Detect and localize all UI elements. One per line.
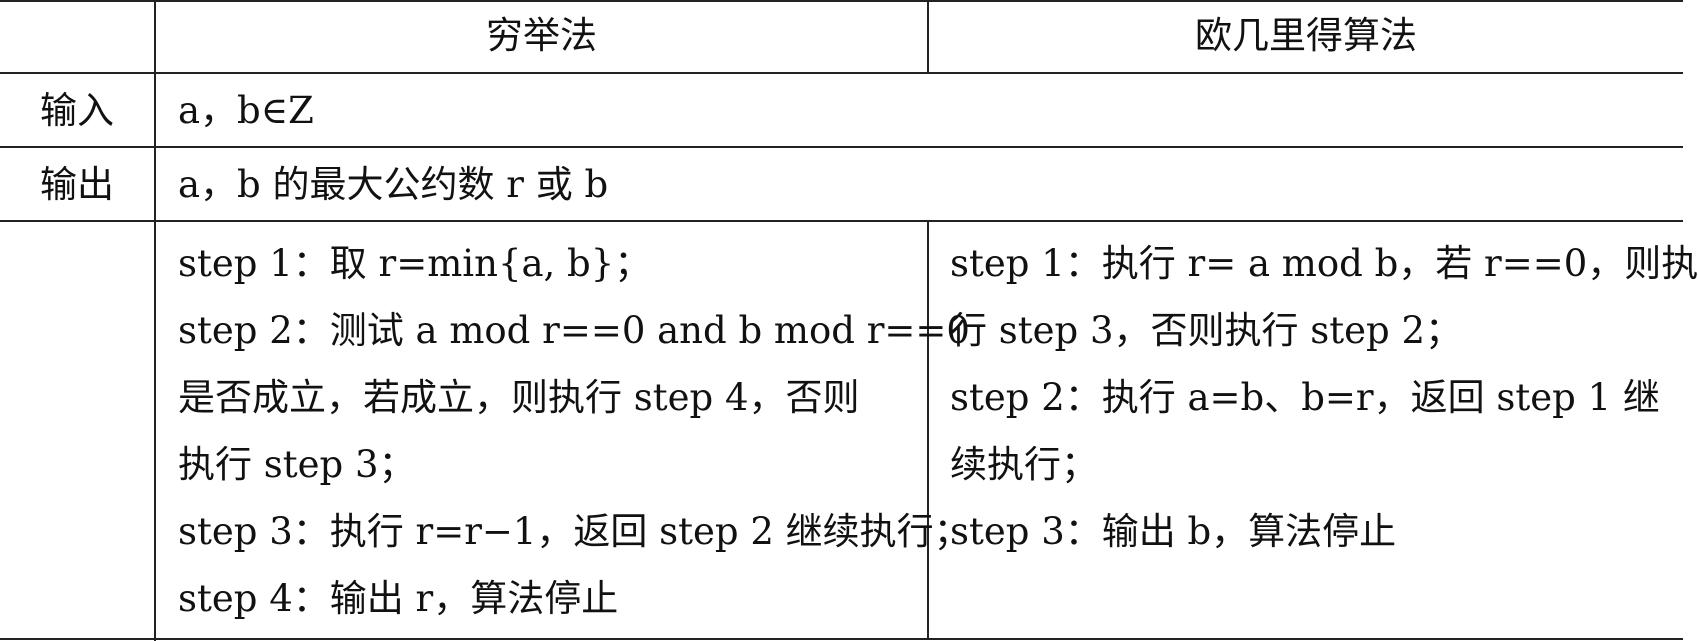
euclid-step-1-line-1: step 1：执行 r= a mod b，若 r==0，则执 <box>950 242 1698 285</box>
euclid-steps: step 1：执行 r= a mod b，若 r==0，则执 行 step 3，… <box>950 230 1698 565</box>
exhaustive-steps: step 1：取 r=min{a, b}； step 2：测试 a mod r=… <box>178 230 971 632</box>
exhaustive-step-2-line-2: 是否成立，若成立，则执行 step 4，否则 <box>178 376 860 419</box>
input-row-divider <box>0 146 1683 148</box>
output-row-divider <box>0 220 1683 222</box>
euclid-step-3-line-1: step 3：输出 b，算法停止 <box>950 510 1397 553</box>
euclid-step-2-line-2: 续执行； <box>950 443 1098 486</box>
exhaustive-step-1: step 1：取 r=min{a, b}； <box>178 230 971 297</box>
exhaustive-step-4: step 4：输出 r，算法停止 <box>178 565 971 632</box>
header-column-divider <box>927 0 929 73</box>
table-border-top <box>0 0 1683 2</box>
euclid-step-3: step 3：输出 b，算法停止 <box>950 498 1698 565</box>
header-exhaustive: 穷举法 <box>486 14 597 57</box>
exhaustive-step-3: step 3：执行 r=r−1，返回 step 2 继续执行； <box>178 498 971 565</box>
steps-column-divider <box>927 220 929 640</box>
exhaustive-step-2-line-1: step 2：测试 a mod r==0 and b mod r==0 <box>178 309 970 352</box>
exhaustive-step-1-line-1: step 1：取 r=min{a, b}； <box>178 242 652 285</box>
euclid-step-2: step 2：执行 a=b、b=r，返回 step 1 继 续执行； <box>950 364 1698 498</box>
exhaustive-step-2-line-3: 执行 step 3； <box>178 443 416 486</box>
header-row-divider <box>0 72 1683 74</box>
euclid-step-2-line-1: step 2：执行 a=b、b=r，返回 step 1 继 <box>950 376 1660 419</box>
output-value: a，b 的最大公约数 r 或 b <box>178 163 609 206</box>
output-label: 输出 <box>40 163 114 206</box>
exhaustive-step-2: step 2：测试 a mod r==0 and b mod r==0 是否成立… <box>178 297 971 498</box>
exhaustive-step-4-line-1: step 4：输出 r，算法停止 <box>178 577 619 620</box>
table-border-bottom <box>0 638 1683 640</box>
euclid-step-1-line-2: 行 step 3，否则执行 step 2； <box>950 309 1463 352</box>
euclid-step-1: step 1：执行 r= a mod b，若 r==0，则执 行 step 3，… <box>950 230 1698 364</box>
exhaustive-step-3-line-1: step 3：执行 r=r−1，返回 step 2 继续执行； <box>178 510 971 553</box>
label-column-divider <box>154 0 156 641</box>
header-euclid: 欧几里得算法 <box>1195 14 1417 57</box>
input-label: 输入 <box>40 89 114 132</box>
input-value: a，b∈Z <box>178 89 314 132</box>
